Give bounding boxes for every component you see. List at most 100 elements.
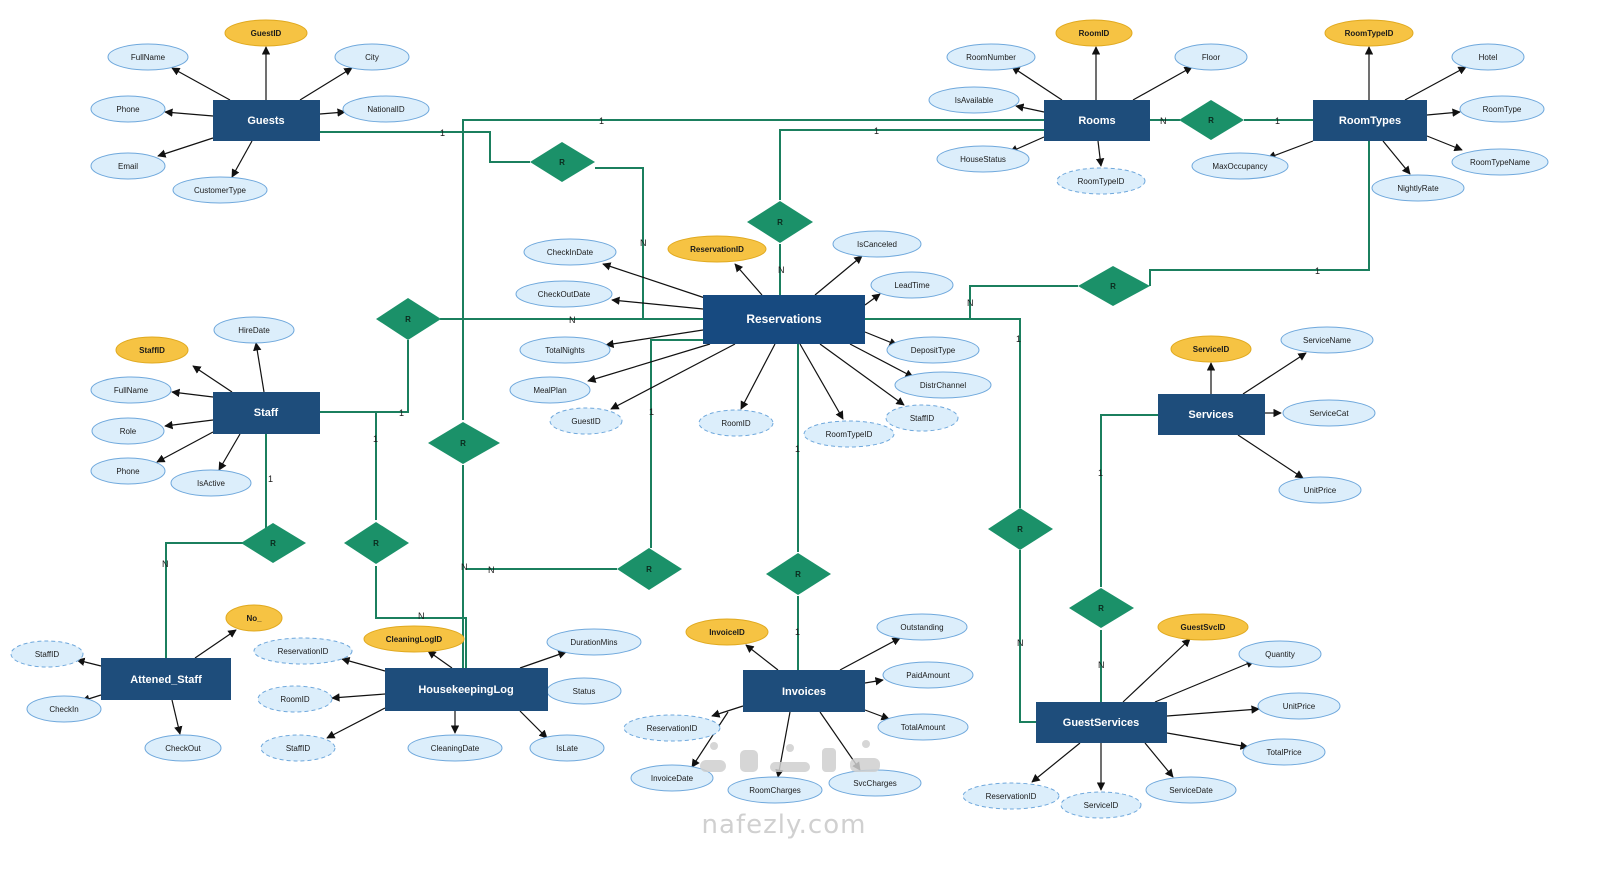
entity-reservations[interactable]: Reservations xyxy=(703,295,865,344)
attribute-phone[interactable]: Phone xyxy=(90,95,166,123)
attribute-checkoutdate[interactable]: CheckOutDate xyxy=(515,280,613,308)
attribute-roomtypeid-fk[interactable]: RoomTypeID xyxy=(803,420,895,448)
attribute-fullname[interactable]: FullName xyxy=(107,43,189,71)
attribute-servicecat[interactable]: ServiceCat xyxy=(1282,399,1376,427)
attribute-leadtime[interactable]: LeadTime xyxy=(870,271,954,299)
svg-text:Staff: Staff xyxy=(254,407,279,419)
attribute-reservationid-fk[interactable]: ReservationID xyxy=(253,637,353,665)
attribute-distrchannel[interactable]: DistrChannel xyxy=(894,371,992,399)
attribute-guestsvcid-key[interactable]: GuestSvcID xyxy=(1157,613,1249,641)
attribute-reservationid-fk[interactable]: ReservationID xyxy=(623,714,721,742)
attribute-customertype[interactable]: CustomerType xyxy=(172,176,268,204)
attribute-durationmins[interactable]: DurationMins xyxy=(546,628,642,656)
attribute-outstanding[interactable]: Outstanding xyxy=(876,613,968,641)
svg-text:DepositType: DepositType xyxy=(911,346,956,355)
relationship-roomtypes-reservation[interactable]: R xyxy=(1078,266,1150,306)
attribute-housestatus[interactable]: HouseStatus xyxy=(936,145,1030,173)
relationship-reservation-housekeeping[interactable]: R xyxy=(617,548,682,590)
entity-guests[interactable]: Guests xyxy=(213,100,320,141)
entity-roomtypes[interactable]: RoomTypes xyxy=(1313,100,1427,141)
cardinality-label: N xyxy=(640,238,647,248)
attribute-roomtypename[interactable]: RoomTypeName xyxy=(1451,148,1549,176)
attribute-serviceid-fk[interactable]: ServiceID xyxy=(1060,791,1142,819)
attribute-paidamount[interactable]: PaidAmount xyxy=(882,661,974,689)
attribute-unitprice[interactable]: UnitPrice xyxy=(1257,692,1341,720)
attribute-reservationid-fk[interactable]: ReservationID xyxy=(962,782,1060,810)
attribute-reservationid-key[interactable]: ReservationID xyxy=(667,235,767,263)
relationship-staff-reservation[interactable]: R xyxy=(376,298,441,340)
attribute-mealplan[interactable]: MealPlan xyxy=(509,376,591,404)
attribute-totalamount[interactable]: TotalAmount xyxy=(877,713,969,741)
attribute-fullname[interactable]: FullName xyxy=(90,376,172,404)
attribute-cleaningdate[interactable]: CleaningDate xyxy=(407,734,503,762)
attribute-staffid-fk[interactable]: StaffID xyxy=(260,734,336,762)
relationship-rooms-housekeeping[interactable]: R xyxy=(428,422,500,464)
attribute-roomid-fk[interactable]: RoomID xyxy=(257,685,333,713)
attribute-hiredate[interactable]: HireDate xyxy=(213,316,295,344)
attribute-islate[interactable]: IsLate xyxy=(529,734,605,762)
attribute-isactive[interactable]: IsActive xyxy=(170,469,252,497)
attribute-checkindate[interactable]: CheckInDate xyxy=(523,238,617,266)
attribute-roomtypeid-key[interactable]: RoomTypeID xyxy=(1324,19,1414,47)
attribute-guestid-key[interactable]: GuestID xyxy=(224,19,308,47)
attribute-email[interactable]: Email xyxy=(90,152,166,180)
svg-text:CustomerType: CustomerType xyxy=(194,186,247,195)
attribute-staffid-key[interactable]: StaffID xyxy=(115,336,189,364)
relationship-rooms-roomtypes[interactable]: R xyxy=(1179,100,1244,140)
relationship-reservation-invoices[interactable]: R xyxy=(766,553,831,595)
attribute-deposittype[interactable]: DepositType xyxy=(886,336,980,364)
attribute-totalnights[interactable]: TotalNights xyxy=(519,336,611,364)
relationship-staff-housekeeping[interactable]: R xyxy=(344,522,409,564)
attribute-serviceid-key[interactable]: ServiceID xyxy=(1170,335,1252,363)
attribute-cleaninglogid-key[interactable]: CleaningLogID xyxy=(363,625,465,653)
attribute-floor[interactable]: Floor xyxy=(1174,43,1248,71)
relationship-staff-attened[interactable]: R xyxy=(241,523,306,563)
attribute-checkout[interactable]: CheckOut xyxy=(144,734,222,762)
relationship-services-guestservices[interactable]: R xyxy=(1069,588,1134,628)
attribute-invoicedate[interactable]: InvoiceDate xyxy=(630,764,714,792)
svg-text:Attened_Staff: Attened_Staff xyxy=(130,674,202,686)
attribute-roomid-key[interactable]: RoomID xyxy=(1055,19,1133,47)
entity-rooms[interactable]: Rooms xyxy=(1044,100,1150,141)
relationship-reservation-guestservices[interactable]: R xyxy=(988,508,1053,550)
attribute-phone[interactable]: Phone xyxy=(90,457,166,485)
attribute-roomid-fk[interactable]: RoomID xyxy=(698,409,774,437)
entity-housekeepinglog[interactable]: HousekeepingLog xyxy=(385,668,548,711)
attribute-roomtype[interactable]: RoomType xyxy=(1459,95,1545,123)
relationship-guest-reservation[interactable]: R xyxy=(530,142,595,182)
attribute-roomnumber[interactable]: RoomNumber xyxy=(946,43,1036,71)
attribute-servicename[interactable]: ServiceName xyxy=(1280,326,1374,354)
attribute-invoiceid-key[interactable]: InvoiceID xyxy=(685,618,769,646)
attribute-roomtypeid-fk[interactable]: RoomTypeID xyxy=(1056,167,1146,195)
line-rooms-rel xyxy=(779,129,1044,200)
relationship-rooms-reservation[interactable]: R xyxy=(747,201,813,243)
attribute-nightlyrate[interactable]: NightlyRate xyxy=(1371,174,1465,202)
attribute-svccharges[interactable]: SvcCharges xyxy=(828,769,922,797)
attribute-servicedate[interactable]: ServiceDate xyxy=(1145,776,1237,804)
attribute-nationalid[interactable]: NationalID xyxy=(342,95,430,123)
attribute-maxoccupancy[interactable]: MaxOccupancy xyxy=(1191,152,1289,180)
entity-attened-staff[interactable]: Attened_Staff xyxy=(101,658,231,700)
attribute-role[interactable]: Role xyxy=(91,417,165,445)
entity-staff[interactable]: Staff xyxy=(213,392,320,434)
attribute-city[interactable]: City xyxy=(334,43,410,71)
attribute-status[interactable]: Status xyxy=(546,677,622,705)
attribute-iscanceled[interactable]: IsCanceled xyxy=(832,230,922,258)
attribute-checkin[interactable]: CheckIn xyxy=(26,695,102,723)
entity-guestservices[interactable]: GuestServices xyxy=(1036,702,1167,743)
attribute-staffid-fk[interactable]: StaffID xyxy=(10,640,84,668)
entity-invoices[interactable]: Invoices xyxy=(743,670,865,712)
attribute-no-key[interactable]: No_ xyxy=(225,604,283,632)
attribute-staffid-fk[interactable]: StaffID xyxy=(885,404,959,432)
attribute-roomcharges[interactable]: RoomCharges xyxy=(727,776,823,804)
attribute-totalprice[interactable]: TotalPrice xyxy=(1242,738,1326,766)
relationship-label: R xyxy=(270,539,276,548)
attribute-unitprice[interactable]: UnitPrice xyxy=(1278,476,1362,504)
attribute-isavailable[interactable]: IsAvailable xyxy=(928,86,1020,114)
svg-text:IsLate: IsLate xyxy=(556,744,578,753)
attribute-guestid-fk[interactable]: GuestID xyxy=(549,407,623,435)
attribute-hotel[interactable]: Hotel xyxy=(1451,43,1525,71)
attribute-quantity[interactable]: Quantity xyxy=(1238,640,1322,668)
entity-services[interactable]: Services xyxy=(1158,394,1265,435)
svg-text:IsCanceled: IsCanceled xyxy=(857,240,897,249)
